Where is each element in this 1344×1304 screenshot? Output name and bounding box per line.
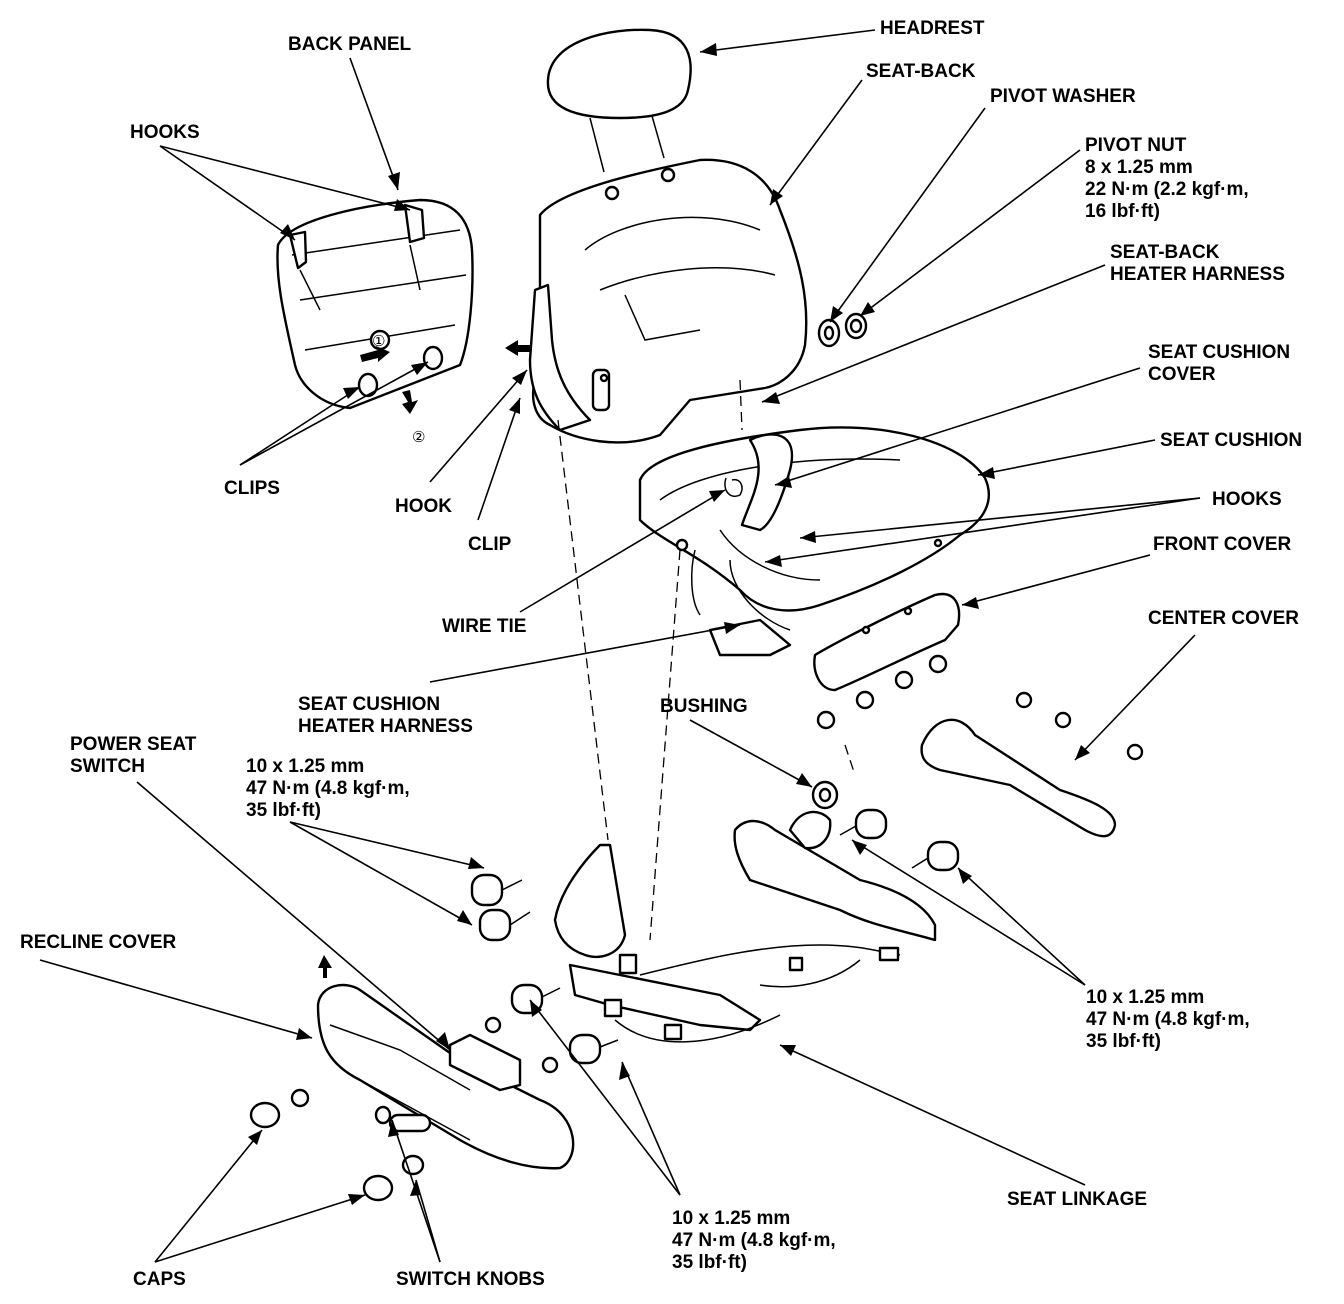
pivot-nut-spec-2: 22 N·m (2.2 kgf·m, (1085, 179, 1249, 200)
center-cover-part (920, 691, 1144, 838)
pivot-nut-label: PIVOT NUT (1085, 135, 1187, 156)
seat-linkage-label: SEAT LINKAGE (1007, 1189, 1147, 1210)
bolt-5 (839, 808, 888, 840)
hook-label: HOOK (395, 496, 452, 517)
caps-part (249, 1088, 394, 1202)
pivot-washer-label: PIVOT WASHER (990, 86, 1136, 107)
center-cover-label: CENTER COVER (1148, 608, 1299, 629)
seat-back-heater-label-1: SEAT-BACK (1110, 242, 1220, 263)
bolt-spec-right-2: 47 N·m (4.8 kgf·m, (1086, 1009, 1250, 1030)
pivot-nut-spec-1: 8 x 1.25 mm (1085, 157, 1193, 178)
bolt-spec-right-1: 10 x 1.25 mm (1086, 987, 1204, 1008)
leader-arrowheads (248, 43, 1090, 1205)
front-cover-label: FRONT COVER (1153, 534, 1292, 555)
bolt-1 (470, 873, 523, 907)
recline-cover-label: RECLINE COVER (20, 932, 177, 953)
wire-tie-label: WIRE TIE (442, 616, 526, 637)
bolt-spec-left-3: 35 lbf·ft) (246, 800, 321, 821)
pivot-nut-spec-3: 16 lbf·ft) (1085, 201, 1160, 222)
seat-back-part (528, 158, 808, 444)
step-2-label: ② (412, 428, 425, 446)
power-seat-switch-part (448, 1016, 559, 1092)
seat-back-heater-label-2: HEATER HARNESS (1110, 264, 1285, 285)
bolt-spec-left-1: 10 x 1.25 mm (246, 756, 364, 777)
bolt-spec-bottom-3: 35 lbf·ft) (672, 1252, 747, 1273)
seat-back-label: SEAT-BACK (866, 61, 976, 82)
power-seat-switch-label-2: SWITCH (70, 756, 145, 777)
recline-cover-part (316, 955, 575, 1170)
clips-part (816, 654, 948, 730)
bolt-spec-bottom-2: 47 N·m (4.8 kgf·m, (672, 1230, 836, 1251)
callout-labels: HEADREST BACK PANEL SEAT-BACK PIVOT WASH… (20, 18, 1302, 1290)
leader-lines (39, 29, 1201, 1263)
caps-label: CAPS (133, 1269, 186, 1290)
bolt-spec-left-2: 47 N·m (4.8 kgf·m, (246, 778, 410, 799)
seat-cushion-cover-label-2: COVER (1148, 364, 1216, 385)
switch-knobs-label: SWITCH KNOBS (396, 1269, 545, 1290)
bolt-spec-bottom-1: 10 x 1.25 mm (672, 1208, 790, 1229)
clips-label: CLIPS (224, 478, 280, 499)
bolt-4 (568, 1033, 619, 1065)
bolt-6 (911, 840, 960, 872)
seat-linkage-part (553, 810, 937, 1043)
alignment-lines (557, 379, 856, 941)
hooks-right-label: HOOKS (1212, 489, 1282, 510)
front-cover-part (813, 592, 961, 692)
cushion-heater-label-1: SEAT CUSHION (298, 694, 440, 715)
step-1-label: ① (372, 332, 385, 350)
pivot-nut-part (844, 312, 868, 340)
back-panel-label: BACK PANEL (288, 34, 412, 55)
hooks-top-label: HOOKS (130, 122, 200, 143)
power-seat-switch-label-1: POWER SEAT (70, 734, 197, 755)
headrest-label: HEADREST (880, 18, 985, 39)
back-panel-part: ① ② (276, 198, 530, 446)
bushing-part (811, 780, 839, 810)
bolt-spec-right-3: 35 lbf·ft) (1086, 1031, 1161, 1052)
headrest-part (546, 28, 692, 173)
bushing-label: BUSHING (660, 696, 748, 717)
pivot-washer-part (817, 318, 841, 348)
seat-cushion-cover-label-1: SEAT CUSHION (1148, 342, 1290, 363)
clip-label: CLIP (468, 534, 512, 555)
seat-cushion-label: SEAT CUSHION (1160, 430, 1302, 451)
bolt-2 (478, 908, 531, 942)
cushion-heater-label-2: HEATER HARNESS (298, 716, 473, 737)
